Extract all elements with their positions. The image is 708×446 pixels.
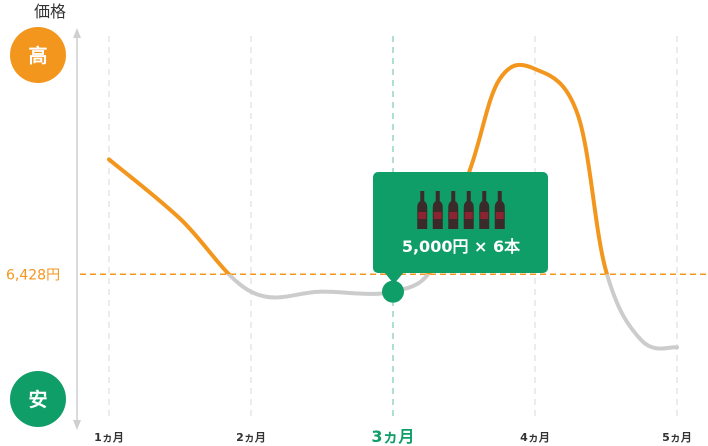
reference-label: 6,428円 — [6, 267, 60, 283]
price-curve-above-reference — [107, 62, 610, 275]
x-axis-ticks: 1ヵ月 2ヵ月 3ヵ月 4ヵ月 5ヵ月 — [94, 427, 692, 446]
wine-bottle-icon — [432, 191, 443, 229]
y-axis-title: 価格 — [34, 2, 66, 21]
price-tooltip: 5,000円 × 6本 — [373, 172, 548, 284]
x-tick-label: 2ヵ月 — [236, 431, 266, 444]
high-badge: 高 — [10, 27, 66, 83]
tooltip-pointer — [384, 272, 404, 284]
low-badge-label: 安 — [28, 388, 47, 411]
high-badge-circle — [10, 27, 66, 83]
x-tick-label-highlighted: 3ヵ月 — [371, 427, 414, 446]
y-axis-arrow-up — [73, 28, 81, 38]
low-badge: 安 — [10, 371, 66, 427]
x-tick-label: 4ヵ月 — [520, 431, 550, 444]
current-point-marker — [382, 280, 404, 303]
low-badge-circle — [10, 371, 66, 427]
wine-bottles-icon — [417, 191, 505, 229]
wine-bottle-icon — [463, 191, 474, 229]
wine-bottle-icon — [448, 191, 459, 229]
y-axis: 価格 — [34, 2, 81, 430]
x-tick-label: 5ヵ月 — [662, 431, 692, 444]
wine-bottle-icon — [494, 191, 505, 229]
y-axis-arrow-down — [73, 420, 81, 430]
tooltip-box — [373, 172, 548, 273]
x-tick-label: 1ヵ月 — [94, 431, 124, 444]
price-curve-below-reference — [226, 274, 679, 351]
high-badge-label: 高 — [28, 44, 47, 67]
reference-line-group: 6,428円 — [6, 267, 708, 283]
wine-bottle-icon — [479, 191, 490, 229]
wine-bottle-icon — [417, 191, 428, 229]
tooltip-text: 5,000円 × 6本 — [402, 237, 520, 256]
